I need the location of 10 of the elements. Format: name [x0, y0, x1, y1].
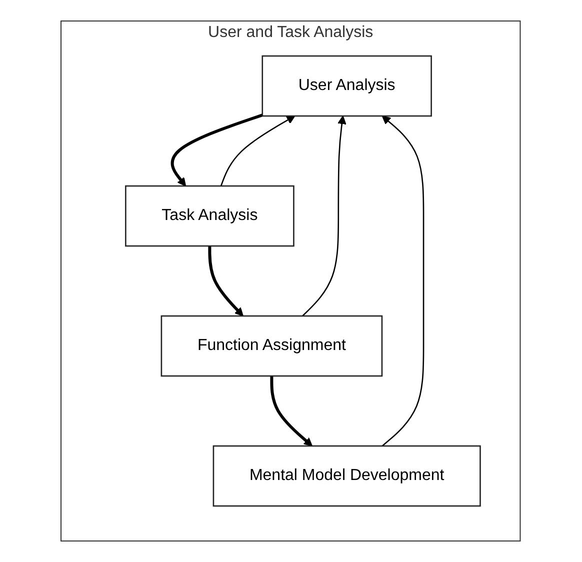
node-box: User Analysis: [262, 55, 432, 117]
arrow: [208, 246, 244, 316]
arrow: [302, 116, 347, 316]
node-box: Function Assignment: [161, 315, 383, 377]
arrow: [220, 116, 296, 186]
arrow: [171, 114, 264, 186]
arrow: [382, 116, 425, 446]
arrow: [270, 376, 313, 446]
node-box: Task Analysis: [125, 185, 295, 247]
node-box: Mental Model Development: [213, 445, 482, 507]
